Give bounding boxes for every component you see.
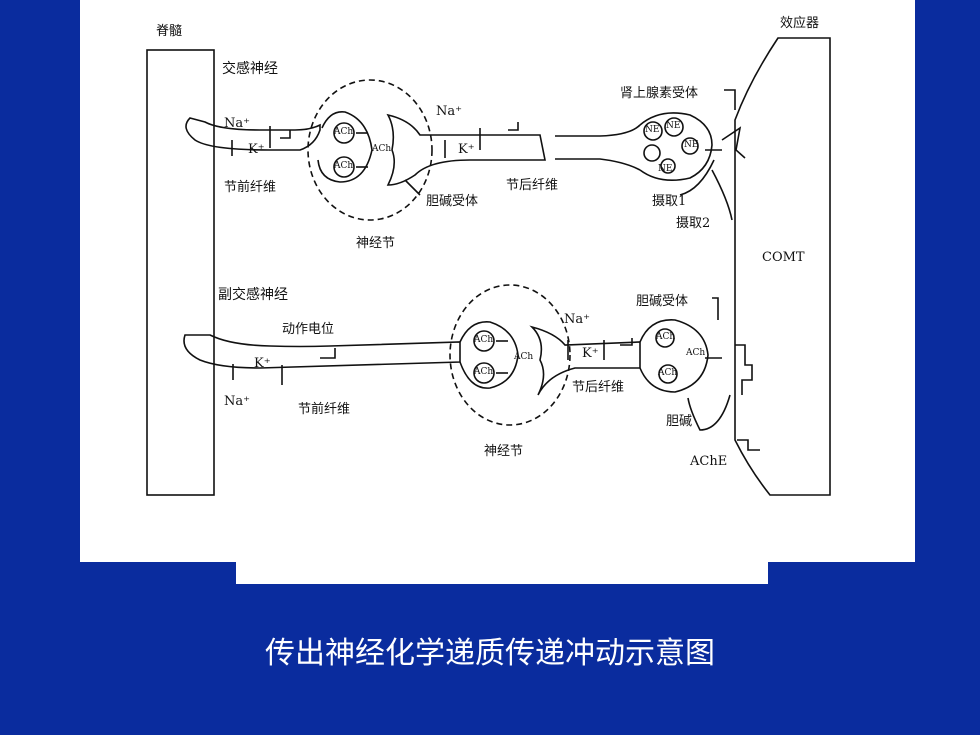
k-label-top: K⁺ <box>248 142 265 157</box>
parasympathetic-label: 副交感神经 <box>218 287 288 303</box>
postganglionic-fiber-label-bottom: 节后纤维 <box>572 380 625 395</box>
k-label-bottom: K⁺ <box>254 356 271 371</box>
comt-label: COMT <box>762 250 805 265</box>
adrenergic-receptor-notch <box>721 126 746 159</box>
arrow <box>320 348 336 359</box>
spinal-cord-label: 脊髓 <box>156 24 183 39</box>
ne-label: NE <box>645 125 660 135</box>
top-presynaptic-bulb <box>317 111 373 183</box>
effector-outline <box>734 37 831 496</box>
k-label-bottom-2: K⁺ <box>582 346 599 361</box>
ach-label: ACh <box>514 352 534 362</box>
choline-arrow <box>687 394 731 431</box>
diagram-panel-tab <box>236 560 768 584</box>
preganglionic-fiber-label-top: 节前纤维 <box>224 180 277 195</box>
bottom-ganglion-circle <box>449 284 571 426</box>
uptake1-label: 摄取1 <box>652 194 687 209</box>
neurotransmission-diagram <box>146 37 831 496</box>
vesicle <box>655 328 675 348</box>
ach-label: ACh <box>372 144 392 154</box>
na-label-top-2: Na⁺ <box>436 104 462 119</box>
ne-vesicle <box>643 144 661 162</box>
ach-label: ACh <box>656 332 676 342</box>
leader-line <box>724 89 736 110</box>
top-postganglionic-fiber <box>555 124 641 171</box>
cholinergic-receptor-label-bottom: 胆碱受体 <box>636 294 689 309</box>
ne-label: NE <box>684 140 699 150</box>
top-terminal-bulb <box>639 112 713 181</box>
na-label-top: Na⁺ <box>224 116 250 131</box>
ne-vesicle <box>643 121 663 141</box>
na-label-bottom-2: Na⁺ <box>564 312 590 327</box>
bottom-preganglionic-fiber <box>183 334 461 369</box>
top-postsynaptic-cup <box>386 113 546 186</box>
k-label-top-2: K⁺ <box>458 142 475 157</box>
ach-label: ACh <box>474 335 494 345</box>
bottom-presynaptic-bulb <box>459 321 519 389</box>
arrow <box>620 338 633 346</box>
ach-label: ACh <box>334 127 354 137</box>
ne-vesicle <box>664 117 684 137</box>
vesicle <box>473 330 495 352</box>
bottom-postsynaptic-cup <box>529 325 641 396</box>
bottom-terminal-bulb <box>639 319 709 393</box>
choline-label: 胆碱 <box>666 414 693 429</box>
ne-label: NE <box>658 164 673 174</box>
ache-notch <box>737 439 760 451</box>
uptake-arrow <box>711 169 733 221</box>
arrow <box>508 122 519 131</box>
vesicle <box>333 122 355 144</box>
postganglionic-fiber-label-top: 节后纤维 <box>506 178 559 193</box>
top-preganglionic-fiber <box>185 117 321 151</box>
sympathetic-label: 交感神经 <box>222 61 278 77</box>
ach-label: ACh <box>334 161 354 171</box>
top-ganglion-circle <box>307 79 433 221</box>
arrow <box>280 130 291 139</box>
ache-label: AChE <box>690 454 728 469</box>
diagram-panel <box>80 0 915 562</box>
ne-vesicle <box>660 158 676 174</box>
vesicle <box>473 362 495 384</box>
ne-vesicle <box>681 137 699 155</box>
vesicle <box>333 156 355 178</box>
effector-label: 效应器 <box>780 16 820 31</box>
slide-caption: 传出神经化学递质传递冲动示意图 <box>265 636 715 671</box>
na-label-bottom: Na⁺ <box>224 394 250 409</box>
vesicle <box>658 364 678 384</box>
action-potential-label: 动作电位 <box>282 322 335 337</box>
leader-line <box>404 179 421 196</box>
ganglion-label-top: 神经节 <box>356 236 396 251</box>
cholinergic-receptor-label-top: 胆碱受体 <box>426 194 479 209</box>
uptake-arrow <box>679 159 715 196</box>
leader-line <box>712 297 719 320</box>
ach-label: ACh <box>658 368 678 378</box>
spinal-cord-block <box>146 49 215 496</box>
ach-label: ACh <box>686 348 706 358</box>
adrenergic-receptor-label: 肾上腺素受体 <box>620 86 699 101</box>
preganglionic-fiber-label-bottom: 节前纤维 <box>298 402 351 417</box>
ach-label: ACh <box>474 367 494 377</box>
cholinergic-receptor-notch <box>735 344 753 395</box>
ganglion-label-bottom: 神经节 <box>484 444 524 459</box>
uptake2-label: 摄取2 <box>676 216 711 231</box>
ne-label: NE <box>666 121 681 131</box>
